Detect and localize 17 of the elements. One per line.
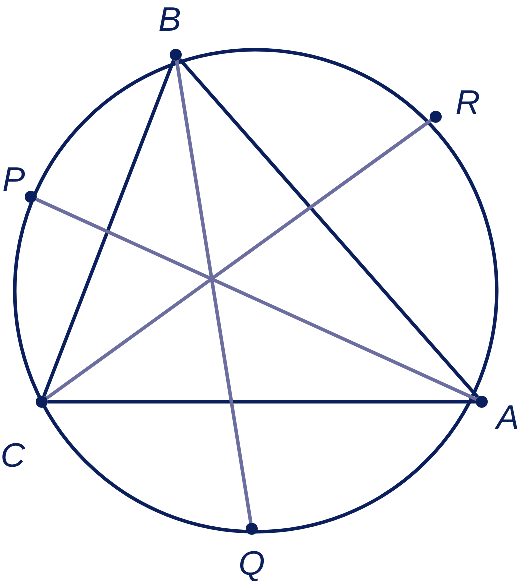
point-label: R bbox=[456, 86, 480, 120]
line-segment bbox=[36, 198, 478, 402]
point-dot bbox=[430, 111, 442, 123]
line-segment bbox=[175, 60, 253, 524]
point-label: B bbox=[158, 3, 182, 37]
point-dot bbox=[246, 523, 258, 535]
point-label: A bbox=[496, 401, 520, 435]
point-dot bbox=[25, 191, 37, 203]
point-label: Q bbox=[238, 547, 266, 581]
point-dot bbox=[170, 49, 182, 61]
point-label: P bbox=[2, 163, 26, 197]
line-segment bbox=[48, 400, 476, 404]
line-segment bbox=[178, 58, 480, 399]
point-dot bbox=[476, 396, 488, 408]
point-label: C bbox=[0, 439, 26, 473]
line-segment bbox=[42, 60, 176, 398]
point-dot bbox=[36, 396, 48, 408]
